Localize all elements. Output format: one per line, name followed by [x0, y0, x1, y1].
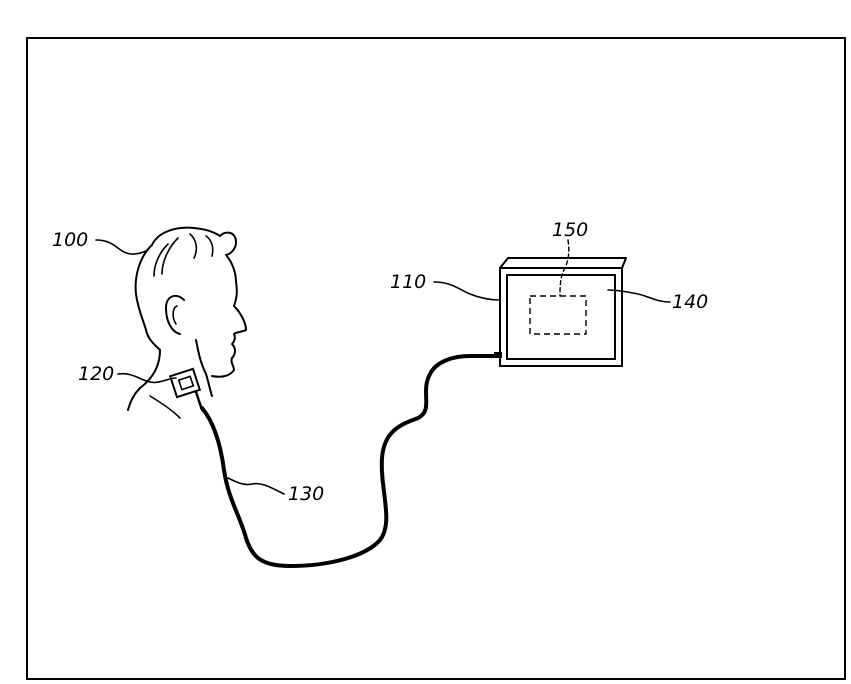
label-cable: 130 — [288, 483, 324, 505]
label-display-region: 150 — [552, 219, 588, 241]
leader-100 — [96, 240, 148, 254]
leader-110 — [434, 282, 500, 300]
leader-130 — [228, 478, 284, 494]
display-device — [494, 258, 626, 366]
label-screen: 140 — [672, 291, 708, 313]
leader-120 — [118, 374, 176, 383]
cable — [202, 356, 500, 566]
label-sensor: 120 — [78, 363, 114, 385]
figure-frame — [27, 38, 845, 679]
sensor-device — [170, 369, 202, 410]
label-person: 100 — [52, 229, 88, 251]
label-display-device: 110 — [390, 271, 426, 293]
